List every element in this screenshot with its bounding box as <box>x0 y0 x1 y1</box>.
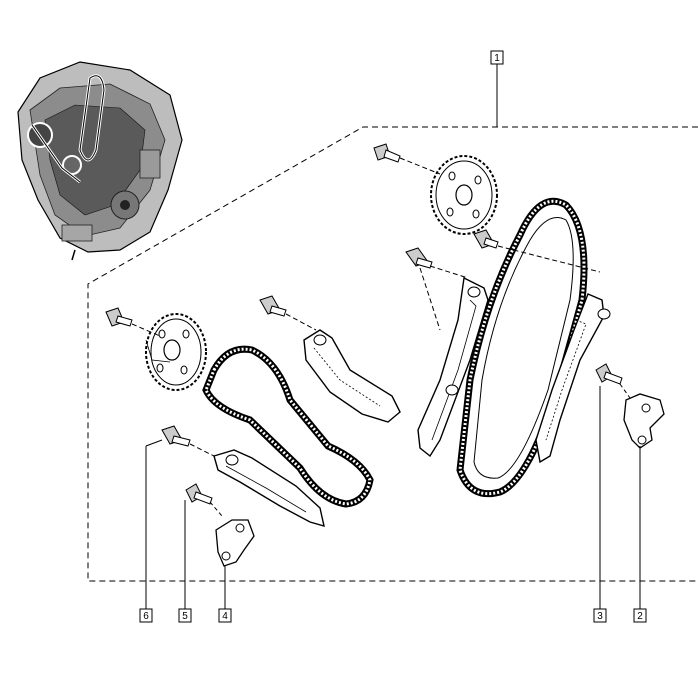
engine-thumbnail <box>17 61 183 261</box>
guide-pin <box>259 295 317 331</box>
callout-6-label: 6 <box>143 611 149 622</box>
callout-2: 2 <box>633 608 647 623</box>
left-tensioner-rail <box>213 449 325 527</box>
callout-1-label: 1 <box>494 53 500 64</box>
callout-5-label: 5 <box>182 611 188 622</box>
hydraulic-tensioner-left <box>215 519 255 567</box>
right-fixed-guide <box>535 293 611 464</box>
leader-lines <box>145 63 641 609</box>
left-timing-chain <box>202 345 374 508</box>
callout-3: 3 <box>593 608 607 623</box>
right-tensioner-rail <box>417 276 489 458</box>
right-timing-chain <box>456 197 588 498</box>
tensioner-bolt-right <box>595 363 623 385</box>
callout-5: 5 <box>178 608 192 623</box>
left-sprocket <box>145 313 207 391</box>
tensioner-rail-bolt <box>161 425 227 463</box>
tensioner-bolt-left <box>185 483 223 517</box>
assembly-boundary <box>87 126 698 582</box>
upper-sprocket-bolt <box>373 143 441 175</box>
guide-pin <box>405 247 469 331</box>
callout-1: 1 <box>490 50 504 65</box>
callout-4-label: 4 <box>222 611 228 622</box>
left-sprocket-bolt <box>105 307 161 337</box>
upper-sprocket <box>430 155 498 235</box>
callout-3-label: 3 <box>597 611 603 622</box>
callout-6: 6 <box>139 608 153 623</box>
callout-4: 4 <box>218 608 232 623</box>
hydraulic-tensioner-right <box>619 383 665 449</box>
callout-2-label: 2 <box>637 611 643 622</box>
left-upper-guide <box>303 329 401 423</box>
